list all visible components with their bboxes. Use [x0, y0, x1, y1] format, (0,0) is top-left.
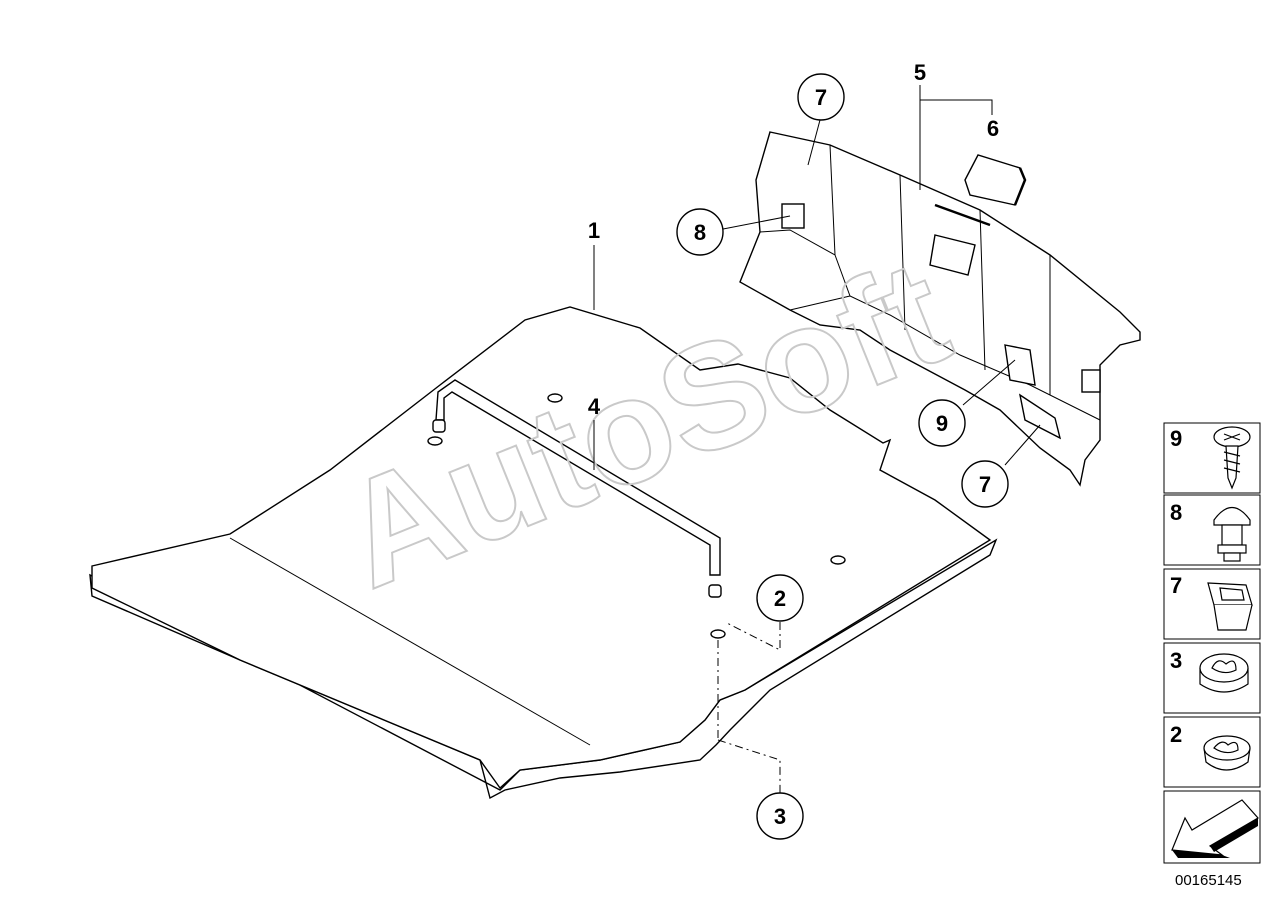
cover-cap — [964, 154, 1027, 206]
label-part-4: 4 — [588, 394, 601, 419]
callout-7-bottom: 7 — [961, 460, 1009, 508]
callout-label: 7 — [979, 472, 991, 497]
callout-label: 9 — [936, 411, 948, 436]
grommet-icon — [1199, 653, 1249, 693]
callout-label: 8 — [694, 220, 706, 245]
callout-label: 7 — [815, 85, 827, 110]
cap-icon — [1203, 735, 1251, 771]
callout-2: 2 — [756, 574, 804, 622]
label-part-6: 6 — [987, 116, 999, 141]
legend-label: 9 — [1170, 426, 1182, 451]
callout-8: 8 — [676, 208, 724, 256]
label-part-1: 1 — [588, 218, 600, 243]
legend-label: 7 — [1170, 573, 1182, 598]
legend — [1163, 422, 1261, 864]
callout-3: 3 — [756, 792, 804, 840]
leader-lines — [593, 85, 1041, 795]
callout-9: 9 — [918, 399, 966, 447]
direction-arrow-icon — [1171, 799, 1259, 858]
callout-7-top: 7 — [797, 73, 845, 121]
callout-label: 3 — [774, 804, 786, 829]
floor-mat — [89, 306, 998, 800]
handle-strap — [432, 379, 722, 598]
screw-icon — [1213, 426, 1251, 490]
clip-nut-icon — [1207, 582, 1253, 631]
drawing-number: 00165145 — [1175, 872, 1242, 889]
push-rivet-icon — [1213, 506, 1251, 562]
legend-label: 2 — [1170, 722, 1182, 747]
legend-label: 8 — [1170, 500, 1182, 525]
callout-label: 2 — [774, 586, 786, 611]
rear-trim-panel — [739, 131, 1141, 487]
label-part-5: 5 — [914, 60, 926, 85]
legend-label: 3 — [1170, 648, 1182, 673]
